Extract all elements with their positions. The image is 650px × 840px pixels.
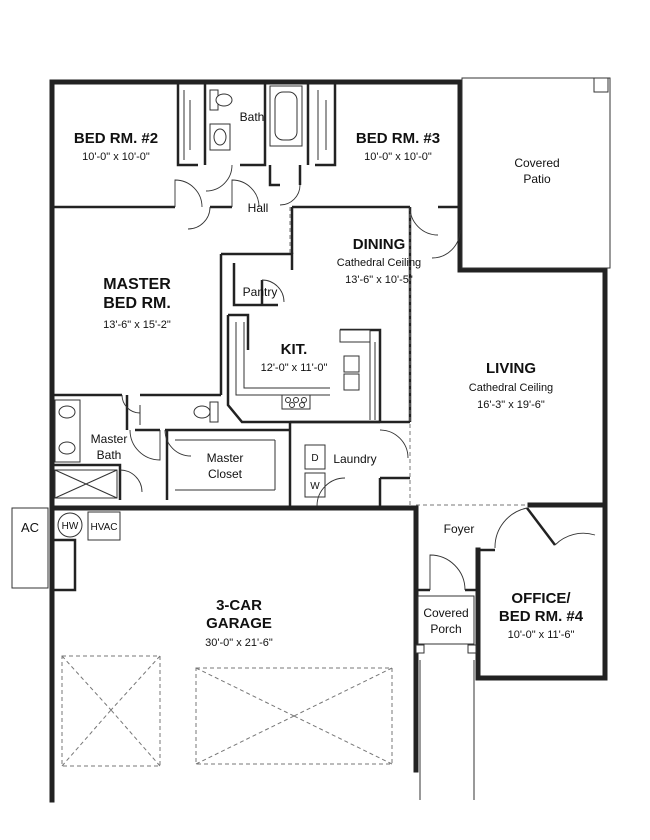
kitchen-name: KIT. [281, 341, 308, 358]
master-line2: BED RM. [103, 295, 171, 312]
master-dim: 13'-6" x 15'-2" [103, 319, 171, 331]
office-line2: BED RM. #4 [499, 608, 584, 625]
office-dim: 10'-0" x 11'-6" [508, 629, 575, 641]
hvac-label: HVAC [90, 522, 117, 533]
bath-fixtures [54, 85, 327, 499]
interior-walls [52, 82, 556, 592]
foyer-name: Foyer [444, 522, 475, 536]
washer-label: W [310, 481, 320, 492]
toilet-icon [215, 93, 233, 107]
room-labels: BED RM. #2 10'-0" x 10'-0" Bath BED RM. … [74, 110, 584, 649]
porch-line1: Covered [423, 606, 468, 620]
garage-line2: GARAGE [206, 615, 272, 632]
laundry-name: Laundry [333, 452, 376, 466]
pantry-name: Pantry [243, 285, 278, 299]
hw-label: HW [62, 521, 79, 532]
master-closet-line1: Master [207, 451, 244, 465]
dryer-icon [304, 444, 326, 470]
porch-structure [415, 595, 477, 800]
toilet-icon [209, 401, 219, 423]
open-boundaries [289, 83, 605, 506]
dining-name: DINING [353, 236, 406, 253]
exterior-walls [49, 79, 608, 803]
water-heater-icon [57, 512, 83, 538]
sink-icon [58, 441, 76, 455]
living-note: Cathedral Ceiling [469, 382, 553, 394]
door-swings [119, 164, 596, 591]
patio-line2: Patio [523, 172, 551, 186]
ac-label: AC [21, 520, 39, 535]
bed2-dim: 10'-0" x 10'-0" [82, 151, 150, 163]
living-dim: 16'-3" x 19'-6" [477, 399, 545, 411]
master-bath-line2: Bath [97, 448, 122, 462]
hvac-unit [87, 511, 121, 541]
ac-unit [11, 507, 49, 589]
bed3-dim: 10'-0" x 10'-0" [364, 151, 432, 163]
garage-dim: 30'-0" x 21'-6" [205, 637, 273, 649]
hall-name: Hall [248, 201, 269, 215]
washer-icon [304, 472, 326, 498]
bed3-name: BED RM. #3 [356, 130, 440, 147]
dining-note: Cathedral Ceiling [337, 257, 421, 269]
dining-dim: 13'-6" x 10'-5" [345, 274, 413, 286]
office-line1: OFFICE/ [511, 590, 571, 607]
mechanical-equipment: AC HW HVAC [11, 507, 121, 589]
master-closet-line2: Closet [208, 467, 243, 481]
garage-doors [61, 655, 393, 767]
kitchen-sink-icon [343, 355, 360, 373]
garage-line1: 3-CAR [216, 597, 262, 614]
sink-icon [58, 405, 76, 419]
patio-line1: Covered [514, 156, 559, 170]
kitchen-dim: 12'-0" x 11'-0" [261, 362, 328, 374]
living-name: LIVING [486, 360, 536, 377]
master-line1: MASTER [103, 276, 171, 293]
kitchen-fixtures [235, 322, 376, 420]
bed2-name: BED RM. #2 [74, 130, 158, 147]
bath-name: Bath [240, 110, 265, 124]
laundry-appliances: D W [304, 444, 326, 498]
porch-line2: Porch [430, 622, 461, 636]
master-bath-line1: Master [91, 432, 128, 446]
covered-patio-structure [461, 77, 611, 269]
dryer-label: D [311, 453, 318, 464]
